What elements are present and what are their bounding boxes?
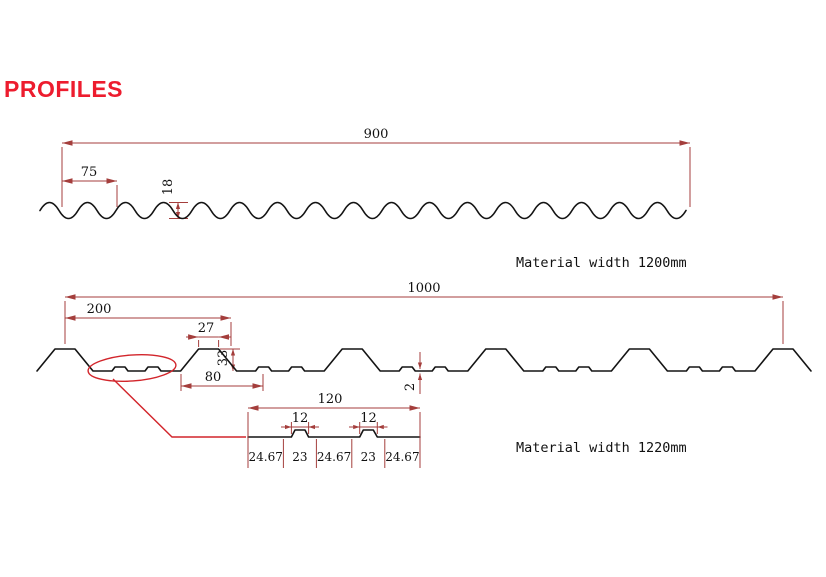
segment-value: 24.67	[317, 450, 351, 464]
dim-value-overall-900: 900	[364, 127, 389, 142]
page-title: PROFILES	[4, 76, 124, 102]
dim-value-pitch-200: 200	[87, 302, 112, 317]
segment-value: 24.67	[249, 450, 283, 464]
dim-value-bump2-12: 12	[360, 411, 377, 426]
dim-value-pitch-75: 75	[81, 165, 98, 180]
detail-profile	[247, 429, 421, 438]
dim-value-detail-120: 120	[318, 392, 343, 407]
trapezoidal-profile	[36, 348, 812, 372]
dim-value-overall-1000: 1000	[407, 281, 440, 296]
dim-value-height-18: 18	[161, 179, 176, 196]
dim-value-ribheight-33: 33	[216, 350, 231, 367]
dim-value-ribbase-80: 80	[205, 370, 222, 385]
corrugated-profile	[39, 201, 687, 220]
material-note-1200: Material width 1200mm	[516, 255, 687, 271]
trapezoidal-dimensions: 1000 200 27 33 80 2	[64, 281, 784, 394]
dim-value-bump1-12: 12	[292, 411, 309, 426]
detail-leader-line	[112, 378, 246, 438]
detail-dimensions: 120 12 12 24.67 23 24.67 23 24.67	[247, 392, 421, 468]
segment-value: 24.67	[385, 450, 419, 464]
segment-value: 23	[361, 450, 376, 464]
detail-highlight-ellipse	[87, 353, 177, 383]
dim-value-ribtop-27: 27	[198, 321, 215, 336]
corrugated-dimensions: 900 75 18	[61, 127, 691, 219]
dim-value-thickness-2: 2	[403, 383, 418, 391]
material-note-1220: Material width 1220mm	[516, 440, 687, 456]
segment-value: 23	[292, 450, 307, 464]
